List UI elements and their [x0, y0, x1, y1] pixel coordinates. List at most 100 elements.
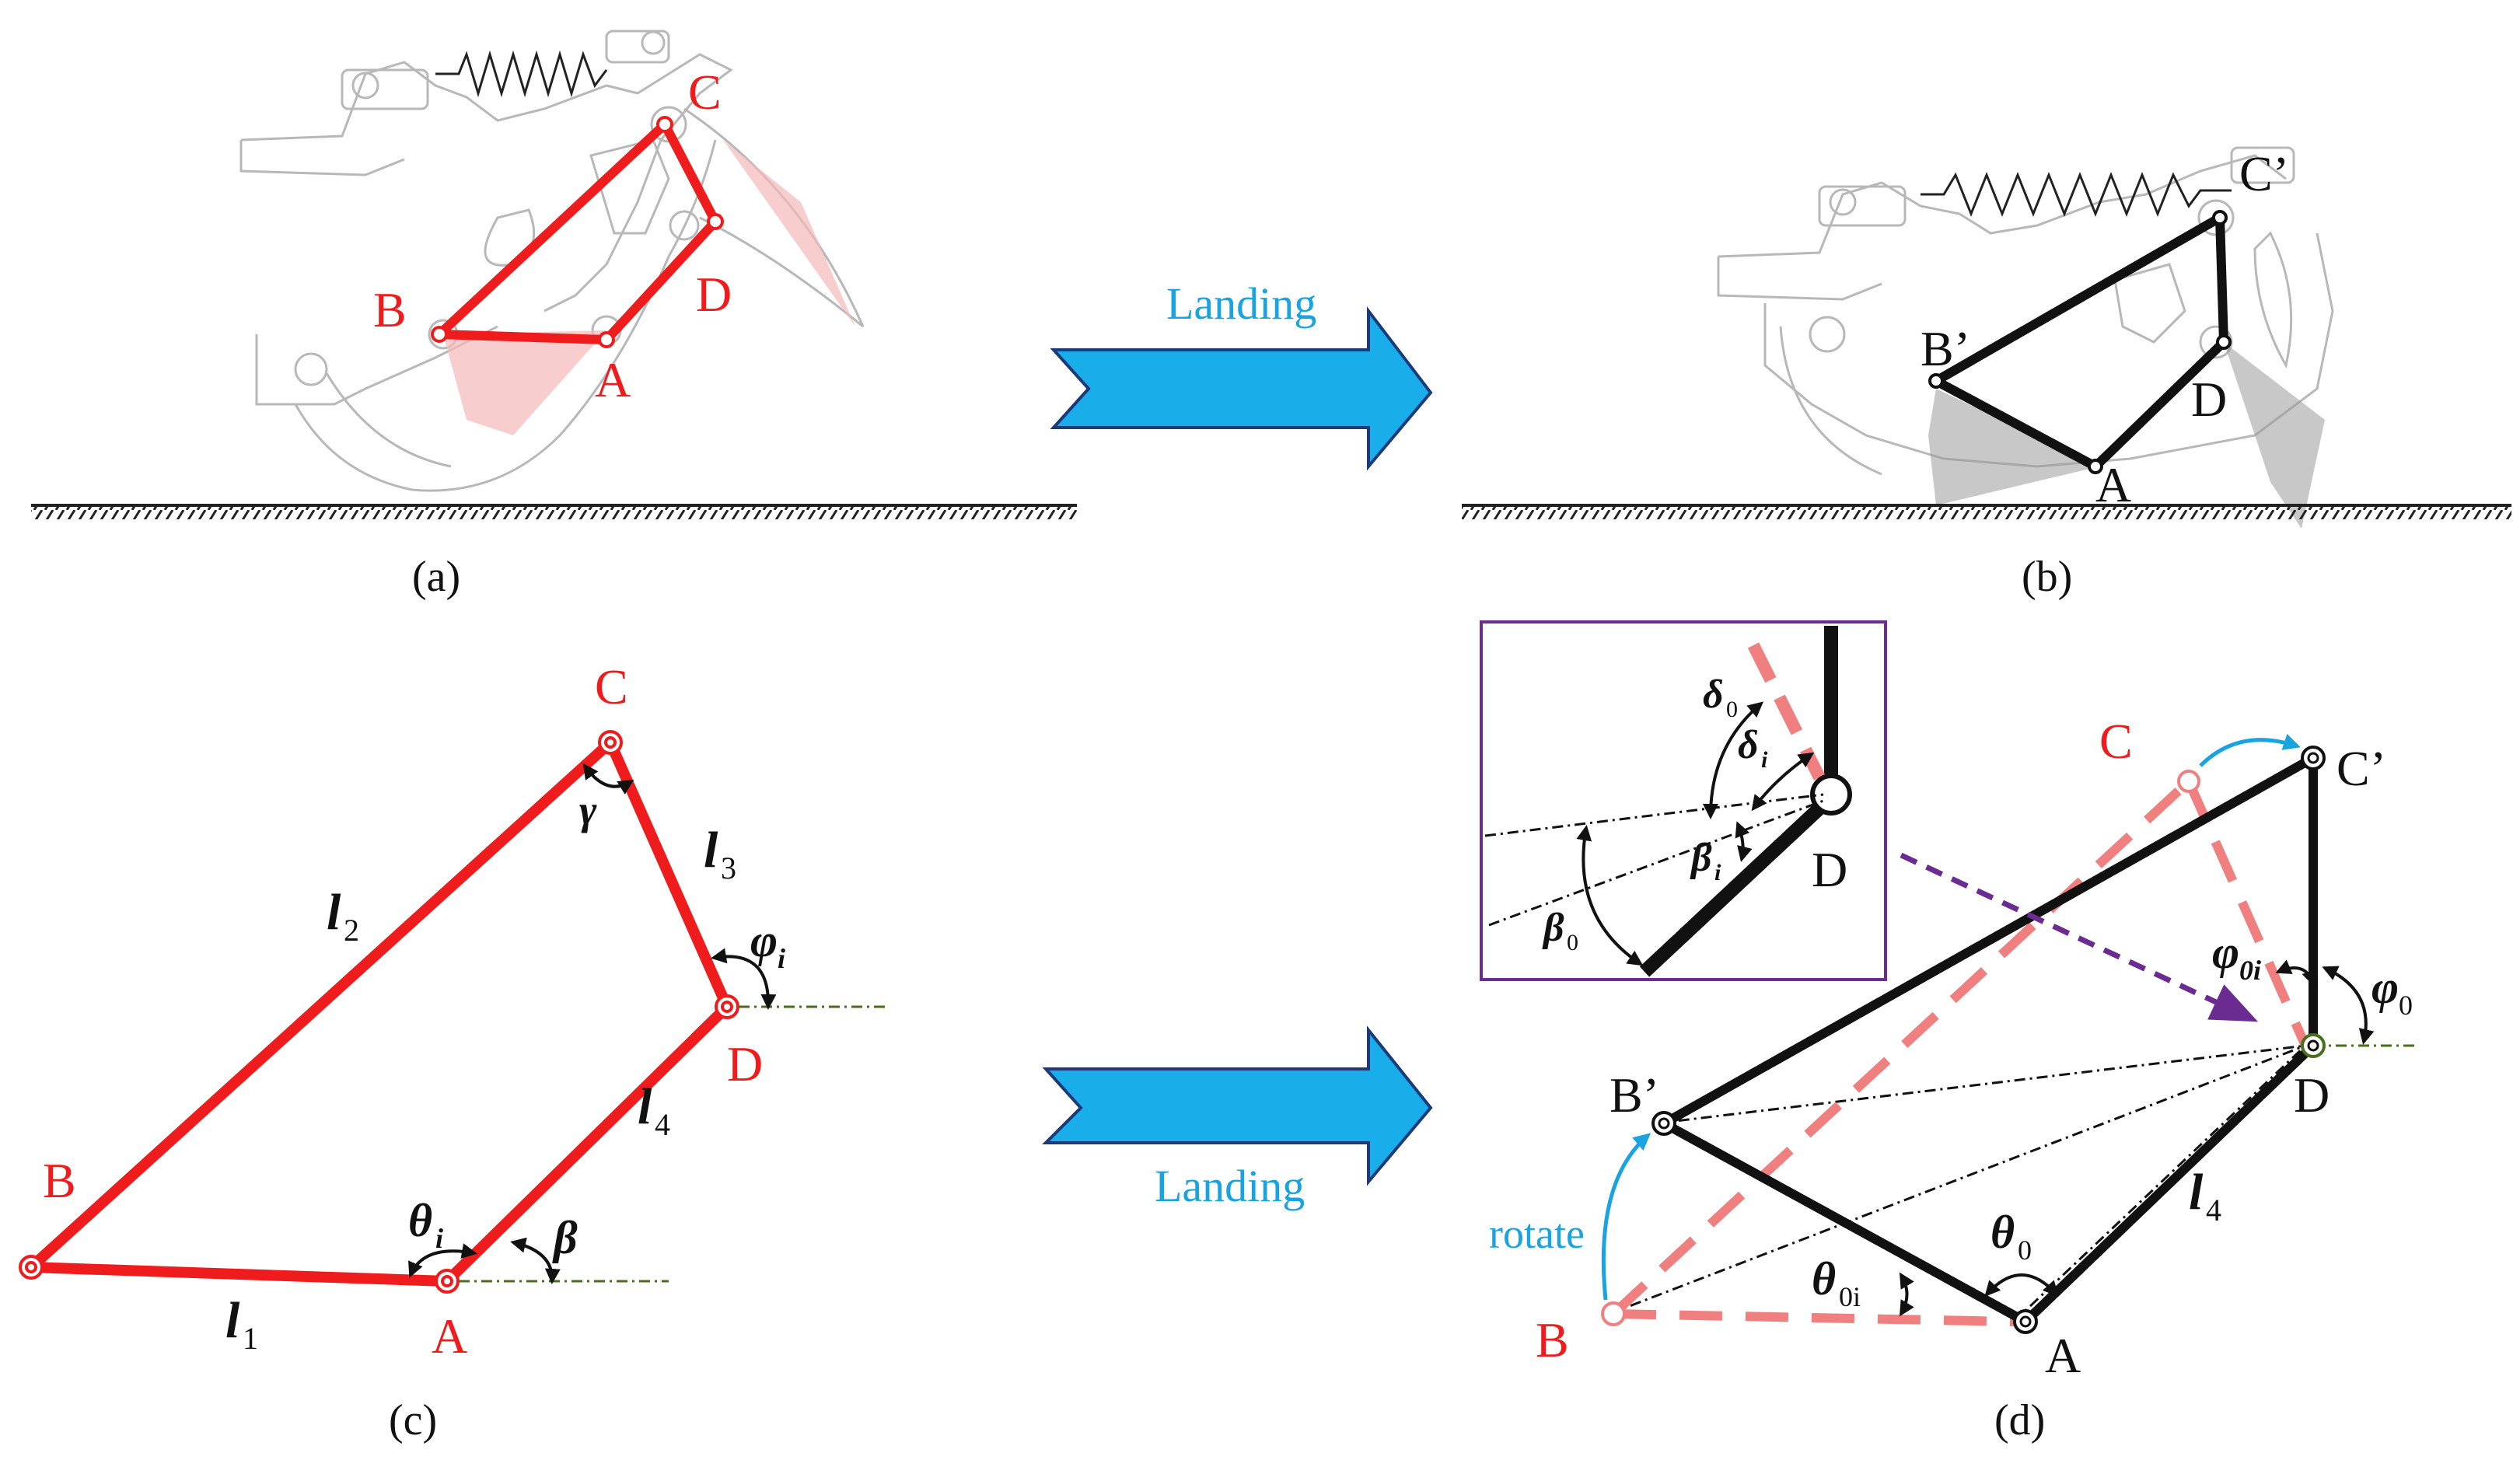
label-a-D: D — [696, 267, 732, 322]
svg-text:0: 0 — [2399, 990, 2413, 1021]
svg-text:φ: φ — [2212, 927, 2239, 978]
svg-text:i: i — [435, 1223, 443, 1254]
label-a-B: B — [373, 282, 407, 337]
caption-a: (a) — [412, 553, 460, 601]
svg-text:l: l — [704, 822, 718, 878]
label-c-D: D — [727, 1036, 763, 1092]
svg-text:l: l — [225, 1292, 240, 1349]
svg-text:0: 0 — [2018, 1235, 2032, 1266]
inset-angle-delta-i: δ i — [1738, 723, 1768, 773]
link-l4 — [442, 1001, 732, 1287]
svg-text:β: β — [1542, 906, 1564, 950]
caption-b: (b) — [2022, 553, 2072, 601]
svg-text:i: i — [778, 943, 785, 974]
inset-label-D: D — [1812, 842, 1847, 897]
spring — [435, 50, 608, 98]
link-l1 — [26, 1262, 453, 1287]
label-d-C: C — [2099, 714, 2133, 769]
svg-text:3: 3 — [721, 851, 736, 885]
svg-text:l: l — [2189, 1164, 2204, 1221]
caption-d: (d) — [1994, 1396, 2045, 1444]
label-d-Cp: C’ — [2337, 741, 2386, 796]
angle-phi-0i: φ 0i — [2212, 927, 2261, 986]
angle-phi-i: φ i — [750, 915, 785, 974]
svg-text:l: l — [638, 1078, 652, 1135]
svg-text:l: l — [327, 884, 341, 941]
svg-text:1: 1 — [243, 1321, 258, 1356]
joints — [431, 116, 724, 348]
rotate-arrow-b — [1601, 1133, 1651, 1301]
angle-theta-0: θ 0 — [1990, 1207, 2032, 1266]
svg-text:i: i — [1714, 860, 1721, 885]
reference-lines — [1609, 1044, 2307, 1323]
rotate-arrow-c — [2199, 733, 2301, 767]
label-d-D: D — [2294, 1067, 2330, 1123]
angle-arcs — [408, 763, 777, 1284]
landing-label-top: Landing — [1166, 278, 1316, 329]
panel-c: A B C D l 1 l 2 l 3 l 4 γ φ i θ i β (c) — [19, 659, 886, 1444]
ground — [31, 504, 1077, 519]
angle-theta-0i: θ 0i — [1812, 1253, 1861, 1312]
inset-angle-beta-0: β 0 — [1542, 906, 1578, 955]
link-l2 — [26, 737, 616, 1273]
link-label-l3: l 3 — [704, 822, 736, 885]
svg-text:θ: θ — [408, 1195, 432, 1246]
joints — [19, 730, 739, 1294]
link-label-l4: l 4 — [638, 1078, 670, 1142]
panel-a: A B C D (a) — [31, 30, 1077, 601]
joints — [1928, 210, 2232, 474]
angle-theta-i: θ i — [408, 1195, 443, 1254]
spring — [1921, 171, 2232, 218]
svg-text:θ: θ — [1990, 1207, 2015, 1258]
link-label-l2: l 2 — [327, 884, 359, 948]
svg-text:δ: δ — [1738, 723, 1759, 767]
joints — [1601, 746, 2326, 1334]
label-b-B: B’ — [1921, 321, 1970, 376]
shaded-region — [2224, 342, 2325, 529]
leg-mechanism-drawing — [239, 30, 865, 492]
label-b-C: C’ — [2239, 146, 2289, 201]
svg-text:i: i — [1761, 747, 1768, 773]
inset-pointer-arrow — [1900, 852, 2259, 1022]
svg-text:β: β — [1690, 836, 1712, 880]
svg-text:4: 4 — [655, 1107, 670, 1142]
caption-c: (c) — [389, 1396, 437, 1444]
link-label-l1: l 1 — [225, 1292, 258, 1356]
ground — [1462, 504, 2511, 519]
angle-beta: β — [552, 1212, 578, 1263]
landing-label-bottom: Landing — [1155, 1161, 1305, 1211]
landing-arrow-top: Landing — [1050, 278, 1433, 471]
shaded-region — [723, 140, 855, 327]
svg-text:0: 0 — [1567, 930, 1578, 955]
label-d-Bp: B’ — [1610, 1067, 1659, 1123]
panel-b: A B’ C’ D (b) — [1462, 146, 2511, 601]
svg-text:φ: φ — [2371, 962, 2399, 1013]
label-c-A: A — [432, 1308, 467, 1364]
inset-angle-beta-i: β i — [1690, 836, 1721, 885]
shaded-region — [1928, 389, 2099, 505]
svg-text:0i: 0i — [2239, 955, 2261, 986]
label-a-C: C — [688, 65, 722, 120]
angle-arcs — [1899, 959, 2375, 1317]
landing-arrow-bottom: Landing — [1042, 1025, 1433, 1211]
svg-text:φ: φ — [750, 915, 778, 966]
label-c-C: C — [595, 659, 628, 714]
label-d-B: B — [1536, 1312, 1569, 1367]
label-b-A: A — [2095, 457, 2131, 512]
initial-linkage — [1610, 777, 2310, 1326]
inset-detail: D δ 0 δ i β i β 0 — [1480, 620, 1887, 981]
label-d-A: A — [2045, 1328, 2081, 1383]
svg-text:4: 4 — [2206, 1193, 2221, 1228]
angle-gamma: γ — [579, 787, 597, 833]
svg-text:0i: 0i — [1839, 1281, 1861, 1312]
label-a-A: A — [595, 352, 631, 407]
svg-text:2: 2 — [344, 913, 359, 948]
reference-lines — [459, 1005, 886, 1283]
angle-phi-0: φ 0 — [2371, 962, 2413, 1021]
label-b-D: D — [2191, 372, 2227, 427]
panel-d: A B C B’ C’ D l 4 φ 0i φ 0 θ 0 θ 0i rota… — [1480, 620, 2418, 1444]
label-c-B: B — [43, 1153, 76, 1208]
four-bar-linkage — [435, 120, 720, 344]
